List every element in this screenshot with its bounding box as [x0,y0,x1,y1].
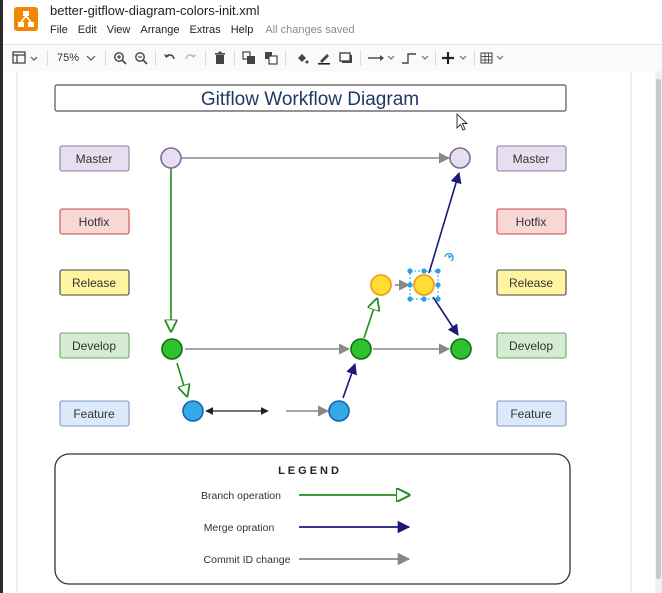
lane-label-hotfix-left[interactable] [59,208,130,235]
lane-label-text: Release [72,276,116,290]
legend-title: LEGEND [278,465,342,477]
to-back-icon[interactable] [263,49,279,67]
lane-label-text: Master [513,152,550,166]
delete-icon[interactable] [212,49,228,67]
mouse-cursor-icon [456,112,469,131]
lane-label-feature-right[interactable] [496,400,567,427]
left-lane-labels: Master Hotfix Release Develop Feature [59,145,130,427]
drawio-logo-icon [14,7,38,31]
diagram-nodes [160,147,472,422]
resize-handle[interactable] [435,282,441,288]
lane-label-text: Develop [509,339,553,353]
zoom-in-icon[interactable] [112,49,128,67]
toolbar-separator [155,50,156,66]
zoom-level: 75% [56,52,80,64]
line-color-icon[interactable] [316,49,332,67]
menu-extras[interactable]: Extras [189,24,221,36]
document-title[interactable]: better-gitflow-diagram-colors-init.xml [50,3,260,18]
legend-label-branch: Branch operation [201,490,281,502]
table-icon[interactable] [480,49,508,67]
lane-label-text: Feature [510,407,552,421]
commit-node-master[interactable] [160,147,182,169]
toolbar-separator [285,50,286,66]
rotate-handle-icon[interactable] [444,252,454,262]
resize-handle[interactable] [407,268,413,274]
right-lane-labels: Master Hotfix Release Develop Feature [496,145,567,427]
menu-arrange[interactable]: Arrange [140,24,180,36]
title-box[interactable] [54,84,567,112]
legend: LEGEND Branch operation Merge opration C… [54,453,571,585]
resize-handle[interactable] [421,268,427,274]
waypoints-icon[interactable] [401,49,429,67]
diagram-edges [171,152,462,417]
menu-edit[interactable]: Edit [77,24,97,36]
toolbar-separator [474,50,475,66]
commit-node-master[interactable] [449,147,471,169]
toolbar-separator [360,50,361,66]
scrollbar-thumb[interactable] [656,79,661,579]
merge-edge-release-develop[interactable] [432,296,459,336]
branch-edge-develop-release[interactable] [363,299,377,339]
redo-icon[interactable] [183,49,199,67]
merge-edge-release-master[interactable] [428,171,462,274]
lane-label-text: Feature [73,407,115,421]
lane-label-text: Release [509,276,553,290]
commit-node-feature[interactable] [182,400,204,422]
resize-handle[interactable] [407,282,413,288]
commit-node-develop[interactable] [350,338,372,360]
save-status: All changes saved [265,24,355,36]
toolbar-separator [47,50,48,66]
merge-edge-feature-develop[interactable] [342,362,357,399]
lane-label-hotfix-right[interactable] [496,208,567,235]
commit-node-develop[interactable] [161,338,183,360]
legend-label-merge: Merge opration [204,522,275,534]
connection-icon[interactable] [367,49,395,67]
branch-edge-develop-feature[interactable] [176,362,187,396]
shadow-icon[interactable] [338,49,354,67]
commit-node-develop[interactable] [450,338,472,360]
menu-bar: File Edit View Arrange Extras Help All c… [50,24,365,36]
menu-file[interactable]: File [50,24,68,36]
insert-icon[interactable] [441,49,469,67]
lane-label-master-right[interactable] [496,145,567,172]
lane-label-text: Develop [72,339,116,353]
lane-label-master-left[interactable] [59,145,130,172]
menu-help[interactable]: Help [230,24,254,36]
zoom-select[interactable]: 75% [55,49,99,67]
fill-color-icon[interactable] [294,49,310,67]
to-front-icon[interactable] [241,49,257,67]
window-edge [0,0,3,593]
drawing-canvas[interactable]: Gitflow Workflow Diagram Master Hotfix R… [3,71,662,593]
legend-box[interactable] [54,453,571,585]
zoom-out-icon[interactable] [133,49,149,67]
resize-handle[interactable] [407,296,413,302]
toolbar-separator [435,50,436,66]
legend-label-commit: Commit ID change [204,554,291,566]
toolbar: 75% [3,44,662,72]
gitflow-diagram: Gitflow Workflow Diagram Master Hotfix R… [16,71,662,593]
lane-label-release-left[interactable] [59,269,130,296]
diagram-title: Gitflow Workflow Diagram [201,89,419,110]
toolbar-separator [234,50,235,66]
undo-icon[interactable] [161,49,177,67]
toolbar-separator [205,50,206,66]
lane-label-text: Master [76,152,113,166]
selection-handles[interactable] [407,252,454,302]
format-panel-icon[interactable] [11,49,41,67]
title-bar: better-gitflow-diagram-colors-init.xml F… [3,0,662,44]
commit-node-release[interactable] [370,274,392,296]
lane-label-release-right[interactable] [496,269,567,296]
lane-label-feature-left[interactable] [59,400,130,427]
lane-label-text: Hotfix [79,215,110,229]
lane-label-text: Hotfix [516,215,547,229]
resize-handle[interactable] [435,296,441,302]
lane-label-develop-left[interactable] [59,332,130,359]
toolbar-separator [105,50,106,66]
menu-view[interactable]: View [106,24,131,36]
lane-label-develop-right[interactable] [496,332,567,359]
commit-node-release-selected[interactable] [413,274,435,296]
resize-handle[interactable] [435,268,441,274]
commit-node-feature[interactable] [328,400,350,422]
resize-handle[interactable] [421,296,427,302]
